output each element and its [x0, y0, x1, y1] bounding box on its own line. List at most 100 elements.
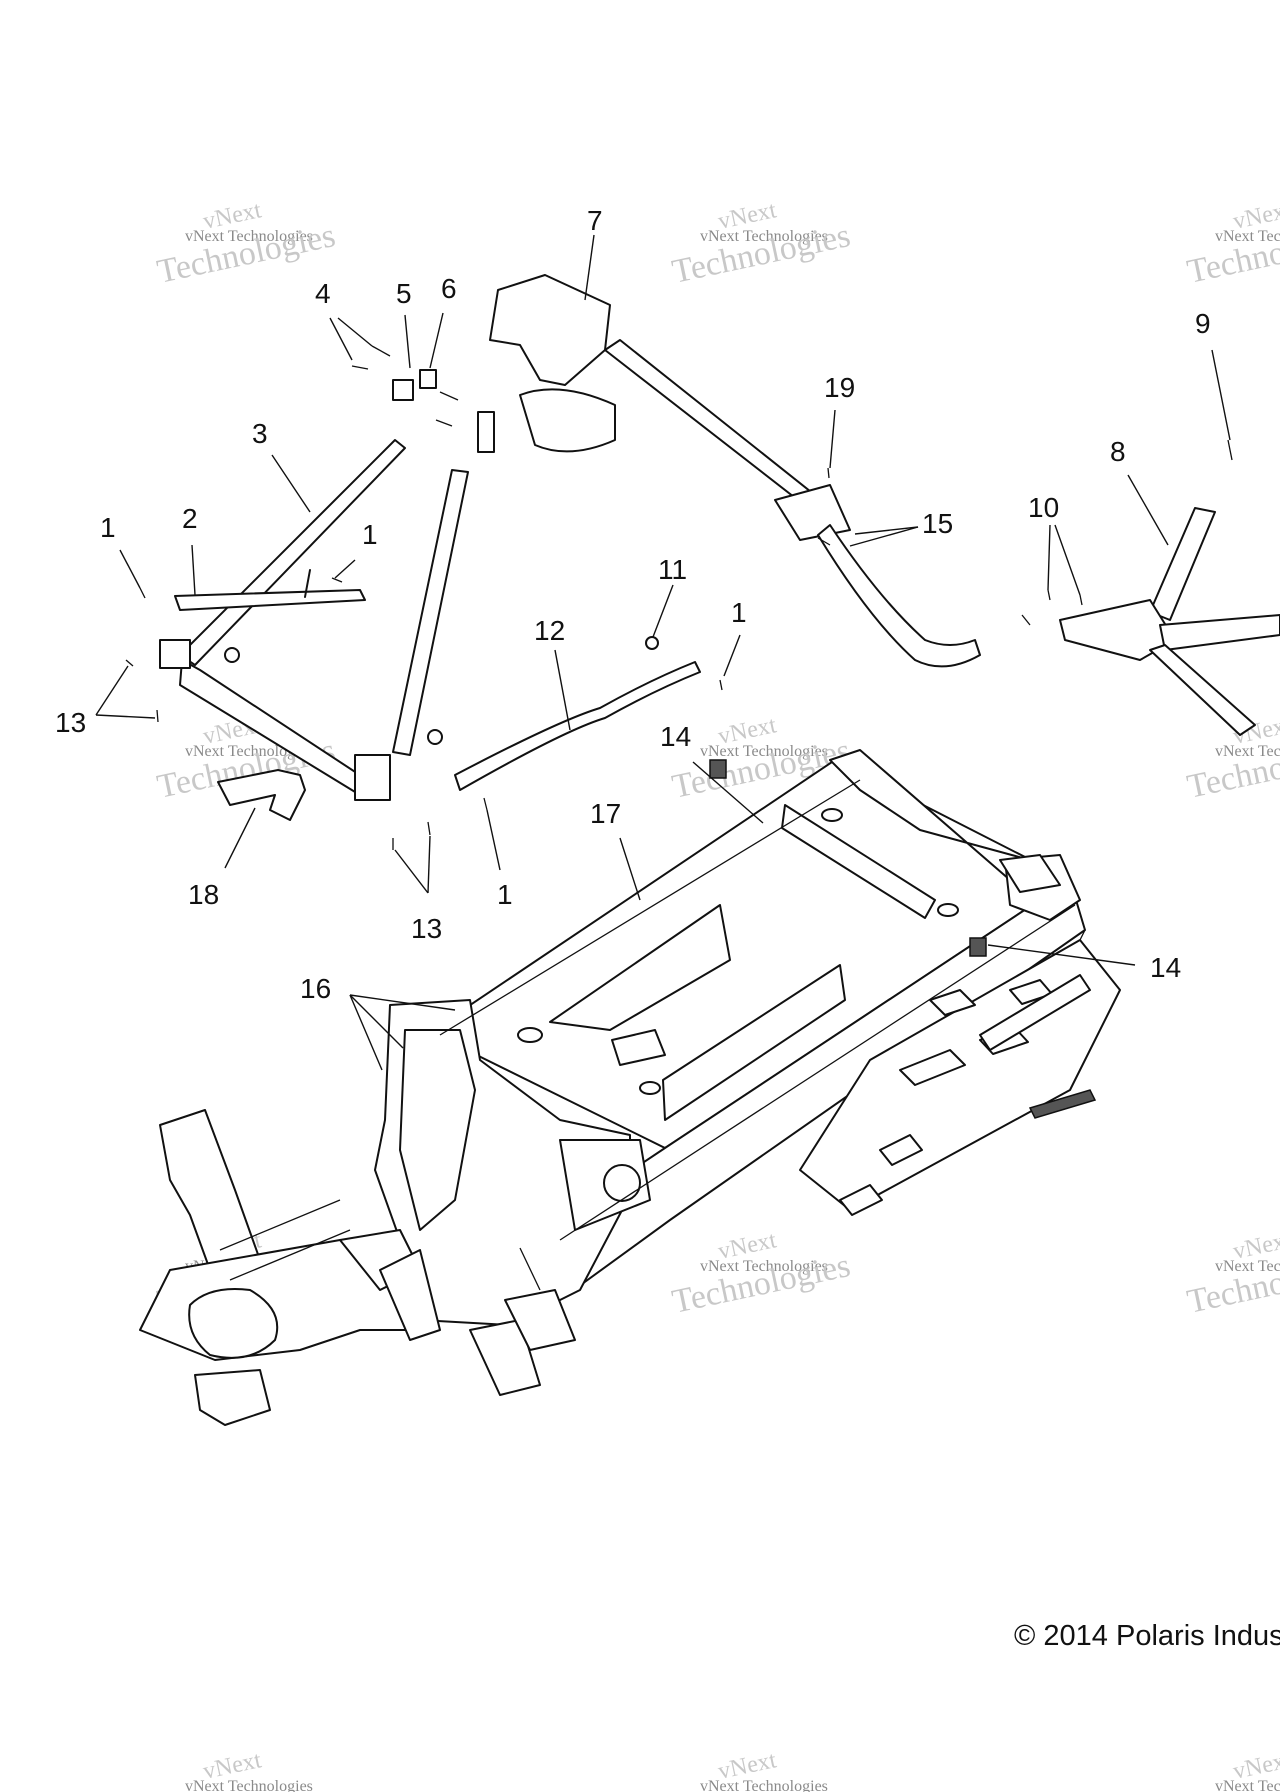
leader-line: [1047, 524, 1051, 591]
steering-post-7: [489, 274, 981, 668]
leader-line: [329, 317, 353, 361]
strut-arm: [1159, 614, 1280, 651]
nut: [224, 647, 240, 663]
leader-line: [1054, 524, 1081, 596]
copyright-notice: © 2014 Polaris Indus: [1014, 1620, 1280, 1652]
leader-line: [723, 634, 741, 677]
leader-line: [849, 526, 919, 547]
leader-line: [584, 234, 595, 301]
bumper-pad-14: [709, 759, 727, 779]
footwell: [979, 974, 1091, 1051]
watermark-tile: vNext vNext Technologies Technologies: [154, 197, 339, 291]
leader-line: [619, 837, 641, 901]
latch-hardware: [351, 345, 495, 453]
leader-line: [394, 849, 429, 894]
watermark-text: vNext Technologies: [700, 743, 828, 760]
leader-line: [829, 409, 836, 469]
tie-rod: [454, 661, 701, 791]
watermark-text: vNext Technologies: [185, 228, 313, 245]
bolt-4: [371, 345, 391, 357]
chassis: [139, 749, 1121, 1426]
rear-strut: [392, 469, 469, 756]
callout-19: 19: [824, 372, 855, 403]
rail-bracket: [781, 804, 936, 919]
callout-1: 1: [731, 597, 747, 628]
bolt-1: [139, 587, 146, 599]
rail-edge: [1079, 929, 1086, 941]
strut-bracket: [354, 754, 391, 801]
strut-leg: [1149, 644, 1256, 736]
board-cutout: [879, 1134, 923, 1166]
leader-line: [224, 807, 256, 869]
bolt-1: [483, 797, 488, 811]
bolt-1: [331, 577, 343, 583]
board-cutout: [839, 1184, 883, 1216]
latch-5: [392, 379, 414, 401]
watermark-tile: vNext vNext Technologies: [700, 1747, 828, 1792]
callout-13: 13: [411, 913, 442, 944]
leader-line: [854, 526, 919, 535]
leader-line: [427, 835, 431, 894]
mount-post: [639, 1081, 661, 1095]
tunnel-edge: [519, 1247, 541, 1291]
callout-4: 4: [315, 278, 331, 309]
plate-18: [217, 769, 306, 821]
leader-line: [349, 994, 383, 1071]
leader-line: [349, 994, 456, 1011]
callout-18: 18: [188, 879, 219, 910]
callout-10: 10: [1028, 492, 1059, 523]
leader-line: [652, 584, 674, 638]
callout-13: 13: [55, 707, 86, 738]
bolt-10: [1079, 594, 1083, 606]
bolt: [439, 391, 459, 401]
tunnel-edge: [559, 904, 1076, 1241]
steering-mount: [774, 484, 851, 541]
callout-3: 3: [252, 418, 268, 449]
bolt: [435, 419, 453, 427]
callout-12: 12: [534, 615, 565, 646]
engine-mount: [469, 1319, 541, 1396]
steering-leg: [817, 524, 981, 668]
deck-plate: [549, 904, 731, 1031]
engine-mount: [504, 1289, 576, 1351]
bolt-10: [1047, 589, 1051, 601]
strut-bracket: [159, 639, 191, 669]
leader-line: [987, 944, 1136, 966]
rear-strut-8: [1059, 439, 1280, 736]
bolt-4: [351, 365, 369, 370]
mount-post: [937, 903, 959, 917]
board-cutout: [929, 989, 976, 1016]
frame-rail: [219, 1199, 341, 1251]
bolt-9: [1227, 439, 1233, 461]
latch-6: [419, 369, 437, 389]
callout-14: 14: [660, 721, 691, 752]
callout-5: 5: [396, 278, 412, 309]
leader-line: [191, 544, 196, 596]
front-mount: [194, 1369, 271, 1426]
leader-line: [349, 994, 404, 1049]
board-cutout: [899, 1049, 966, 1086]
watermark-text: vNext Technologies: [700, 1258, 828, 1275]
frame-rail: [229, 1229, 351, 1281]
bracket-2: [174, 569, 366, 611]
bolt-19: [827, 467, 830, 479]
watermark-tile: vNext vNext Technologies Technologies: [669, 1227, 854, 1321]
leader-line: [119, 549, 141, 589]
latch-6b: [477, 411, 495, 453]
watermark-text: vNext Technologies: [1215, 1258, 1280, 1275]
bolt-13: [125, 659, 134, 667]
bolt-15: [817, 537, 831, 546]
bolt-1: [719, 679, 723, 691]
leader-line: [95, 665, 129, 716]
bolt-13: [156, 709, 159, 723]
watermark-tile: vNext vNext Technologies: [185, 1747, 313, 1792]
leader-lines: [95, 234, 1231, 1071]
watermark-text: vNext Technologies: [700, 228, 828, 245]
leader-line: [1211, 349, 1231, 441]
callout-9: 9: [1195, 308, 1211, 339]
tie-rod-12: [454, 636, 701, 791]
plate: [999, 854, 1061, 893]
steering-bracket: [489, 274, 611, 386]
strut-tube-8: [1149, 507, 1216, 621]
